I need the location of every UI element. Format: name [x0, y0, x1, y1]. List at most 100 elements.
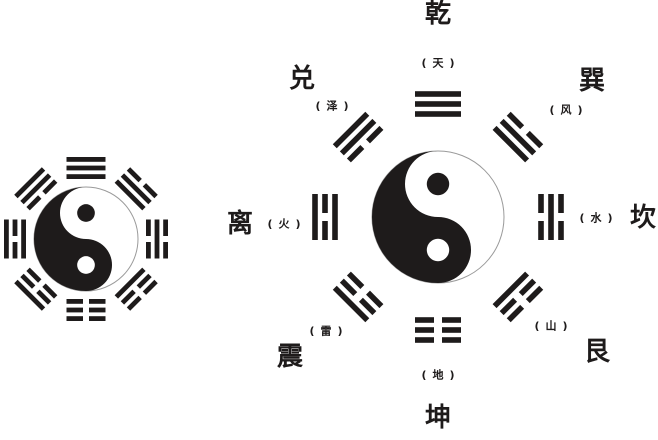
trigram-kun: [415, 317, 461, 343]
yin-line: [163, 242, 168, 259]
paren-close: ): [295, 218, 300, 231]
yang-line: [332, 194, 338, 240]
small-trigram-qian: [66, 157, 106, 179]
small-trigram-zhen: [14, 267, 58, 311]
yang-line: [66, 174, 106, 179]
yin-line: [558, 194, 564, 213]
large-yin-yang: [371, 150, 505, 284]
yin-line: [339, 278, 358, 297]
paren-open: (: [267, 218, 272, 231]
trigram-li: [312, 194, 338, 240]
yang-line: [154, 219, 160, 259]
small-bagua-diagram: [4, 157, 168, 321]
yin-line: [358, 297, 377, 316]
yin-line: [26, 195, 42, 211]
yin-line: [322, 194, 328, 213]
yang-line: [492, 125, 530, 163]
trigram-name-zhen: 震: [277, 342, 304, 372]
yin-line: [142, 279, 158, 295]
small-trigram-kun: [66, 299, 106, 321]
yin-line: [322, 221, 328, 240]
yin-line: [136, 273, 152, 289]
small-trigram-gen: [114, 267, 158, 311]
yin-line: [442, 327, 461, 333]
yang-line: [66, 165, 106, 171]
yin-line: [89, 307, 106, 313]
paren-open: (: [421, 57, 426, 70]
paren-close: ): [607, 212, 612, 225]
yin-line: [442, 337, 461, 343]
yang-line: [415, 111, 461, 117]
yang-line: [415, 91, 461, 97]
paren-close: ): [343, 100, 348, 113]
small-trigram-xun: [114, 167, 158, 211]
yin-dot: [426, 238, 450, 262]
yang-dot: [426, 172, 450, 196]
yin-line: [20, 273, 36, 289]
yin-dot: [77, 256, 95, 274]
yin-line: [12, 219, 18, 236]
yin-line: [126, 295, 142, 311]
yang-line: [14, 167, 46, 199]
yang-line: [66, 157, 106, 162]
paren-open: (: [421, 369, 426, 382]
yin-line: [89, 299, 106, 304]
element-label-kun: 地: [433, 368, 444, 382]
trigram-qian: [415, 91, 461, 117]
paren-close: ): [562, 320, 567, 333]
trigram-gen: [492, 271, 544, 323]
yin-line: [42, 179, 58, 195]
trigram-name-xun: 巽: [579, 66, 605, 96]
yin-line: [538, 194, 544, 213]
yin-line: [442, 317, 461, 323]
paren-open: (: [315, 100, 320, 113]
yang-line: [548, 194, 554, 240]
yin-line: [26, 267, 42, 283]
yin-line: [506, 304, 525, 323]
trigram-zhen: [332, 271, 384, 323]
yin-line: [163, 219, 168, 236]
element-label-qian: 天: [433, 57, 445, 70]
yin-line: [120, 289, 136, 305]
yin-line: [346, 145, 365, 163]
yin-line: [126, 167, 142, 183]
paren-close: ): [337, 325, 342, 338]
paren-close: ): [449, 369, 454, 382]
yang-line: [21, 219, 26, 259]
yin-line: [415, 317, 434, 323]
yin-line: [42, 283, 58, 299]
yin-line: [12, 242, 18, 259]
paren-close: ): [449, 57, 454, 70]
yin-line: [146, 242, 151, 259]
yin-line: [366, 125, 384, 144]
yin-line: [146, 219, 151, 236]
paren-close: ): [577, 104, 582, 117]
yin-line: [366, 290, 384, 309]
element-label-gen: 山: [546, 319, 557, 333]
yin-line: [36, 289, 52, 305]
trigram-dui: [332, 111, 384, 163]
trigram-xun: [492, 111, 544, 163]
yin-line: [142, 183, 158, 199]
yang-line: [114, 267, 146, 299]
yang-line: [312, 194, 318, 240]
yang-line: [120, 173, 152, 205]
yin-line: [525, 130, 544, 149]
element-label-kan: 水: [591, 211, 603, 225]
yin-line: [415, 337, 434, 343]
paren-open: (: [579, 212, 584, 225]
yin-line: [499, 297, 518, 316]
yin-line: [89, 316, 106, 321]
element-label-li: 火: [279, 218, 291, 231]
element-label-zhen: 雷: [321, 325, 332, 338]
yang-line: [499, 118, 537, 156]
yin-line: [346, 271, 365, 289]
element-label-xun: 风: [561, 103, 572, 117]
yin-line: [525, 285, 544, 304]
small-yin-yang: [33, 186, 139, 292]
paren-open: (: [549, 104, 554, 117]
yin-line: [66, 299, 83, 304]
trigram-name-kan: 坎: [630, 203, 656, 233]
